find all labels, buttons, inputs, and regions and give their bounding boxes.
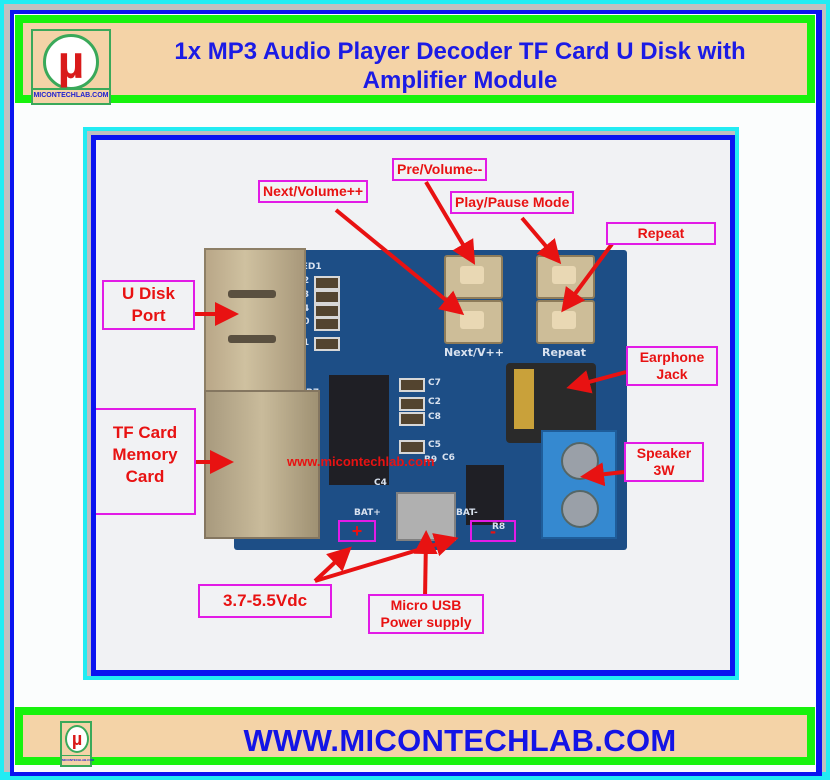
header-banner-inner: µ MICONTECHLAB.COM 1x MP3 Audio Player D… xyxy=(23,23,807,105)
callout-u-disk: U Disk Port xyxy=(102,280,195,330)
screw-icon xyxy=(561,490,599,528)
page-title: 1x MP3 Audio Player Decoder TF Card U Di… xyxy=(119,37,801,95)
smd-capacitor xyxy=(399,397,425,411)
callout-earphone-line1: Earphone xyxy=(639,349,705,365)
pcb-label-r9: R9 xyxy=(424,455,438,465)
logo-text: MICONTECHLAB.COM xyxy=(33,88,109,102)
callout-tf-line2: Memory xyxy=(112,445,178,464)
callout-play-pause: Play/Pause Mode xyxy=(450,191,575,214)
smd-resistor xyxy=(314,304,340,318)
callout-u-disk-line2: Port xyxy=(131,306,166,325)
pcb-label-r8: R8 xyxy=(492,522,506,532)
pcb-label-c6: C6 xyxy=(442,453,455,463)
pcb-label-c5: C5 xyxy=(428,440,441,450)
next-volume-switch xyxy=(444,300,503,344)
title-line-1: 1x MP3 Audio Player Decoder TF Card U Di… xyxy=(174,38,746,65)
mu-logo-icon: µ xyxy=(43,34,99,90)
watermark-url: www.micontechlab.com xyxy=(287,454,435,469)
callout-u-disk-line1: U Disk xyxy=(122,284,175,303)
micro-usb-port xyxy=(396,492,456,541)
callout-micro-usb-line2: Power supply xyxy=(380,614,472,630)
module-photo: LED1 R2 R6 R3 R4 R10 R1 Next/V++ Repeat … xyxy=(96,140,730,670)
mu-logo-icon: µ xyxy=(65,725,89,753)
repeat-switch xyxy=(536,300,595,344)
smd-capacitor xyxy=(399,378,425,392)
play-pause-switch xyxy=(536,255,595,299)
callout-minus-terminal: - xyxy=(470,520,516,542)
header-banner: µ MICONTECHLAB.COM 1x MP3 Audio Player D… xyxy=(15,15,815,105)
smd-capacitor xyxy=(399,440,425,454)
callout-earphone: Earphone Jack xyxy=(626,346,718,386)
pcb-label-bat-plus: BAT+ xyxy=(354,508,381,518)
pcb-label-c8: C8 xyxy=(428,412,441,422)
pcb-label-c7: C7 xyxy=(428,378,441,388)
speaker-terminal xyxy=(541,430,617,539)
smd-resistor xyxy=(314,290,340,304)
silk-next: Next/V++ xyxy=(444,346,504,359)
brand-logo[interactable]: µ MICONTECHLAB.COM xyxy=(31,29,111,105)
pcb-label-led: LED1 xyxy=(296,262,322,272)
callout-tf-line3: Card xyxy=(125,467,165,486)
callout-earphone-line2: Jack xyxy=(656,366,688,382)
smd-capacitor xyxy=(399,412,425,426)
smd-resistor xyxy=(314,337,340,351)
title-line-2: Amplifier Module xyxy=(362,67,558,94)
callout-speaker: Speaker 3W xyxy=(624,442,704,482)
callout-plus-terminal: + xyxy=(338,520,376,542)
pcb-label-c4: C4 xyxy=(374,478,387,488)
silk-repeat: Repeat xyxy=(542,346,586,359)
footer-banner-inner: µ MICONTECHLAB.COM WWW.MICONTECHLAB.COM xyxy=(23,715,807,767)
callout-speaker-line2: 3W xyxy=(653,462,675,478)
footer-logo-text: MICONTECHLAB.COM xyxy=(62,755,94,764)
smd-resistor xyxy=(314,276,340,290)
callout-micro-usb: Micro USB Power supply xyxy=(368,594,484,634)
callout-voltage: 3.7-5.5Vdc xyxy=(198,584,332,618)
pcb-label-c2: C2 xyxy=(428,397,441,407)
callout-repeat: Repeat xyxy=(606,222,716,245)
callout-pre-volume: Pre/Volume-- xyxy=(392,158,488,181)
callout-tf-card: TF Card Memory Card xyxy=(96,408,196,515)
usb-slot xyxy=(228,335,276,343)
usb-a-port xyxy=(204,248,306,402)
footer-banner: µ MICONTECHLAB.COM WWW.MICONTECHLAB.COM xyxy=(15,707,815,767)
callout-tf-line1: TF Card xyxy=(112,423,178,442)
pre-volume-switch xyxy=(444,255,503,299)
decoder-ic xyxy=(329,375,389,485)
callout-micro-usb-line1: Micro USB xyxy=(390,597,462,613)
amplifier-ic xyxy=(466,465,504,525)
callout-speaker-line1: Speaker xyxy=(636,445,692,461)
footer-brand-logo[interactable]: µ MICONTECHLAB.COM xyxy=(60,721,94,767)
callout-next-volume: Next/Volume++ xyxy=(258,180,369,203)
pcb-label-bat-minus: BAT- xyxy=(456,508,478,518)
website-link[interactable]: WWW.MICONTECHLAB.COM xyxy=(243,723,677,758)
smd-resistor xyxy=(314,317,340,331)
usb-slot xyxy=(228,290,276,298)
screw-icon xyxy=(561,442,599,480)
arrow-plus xyxy=(313,546,352,583)
